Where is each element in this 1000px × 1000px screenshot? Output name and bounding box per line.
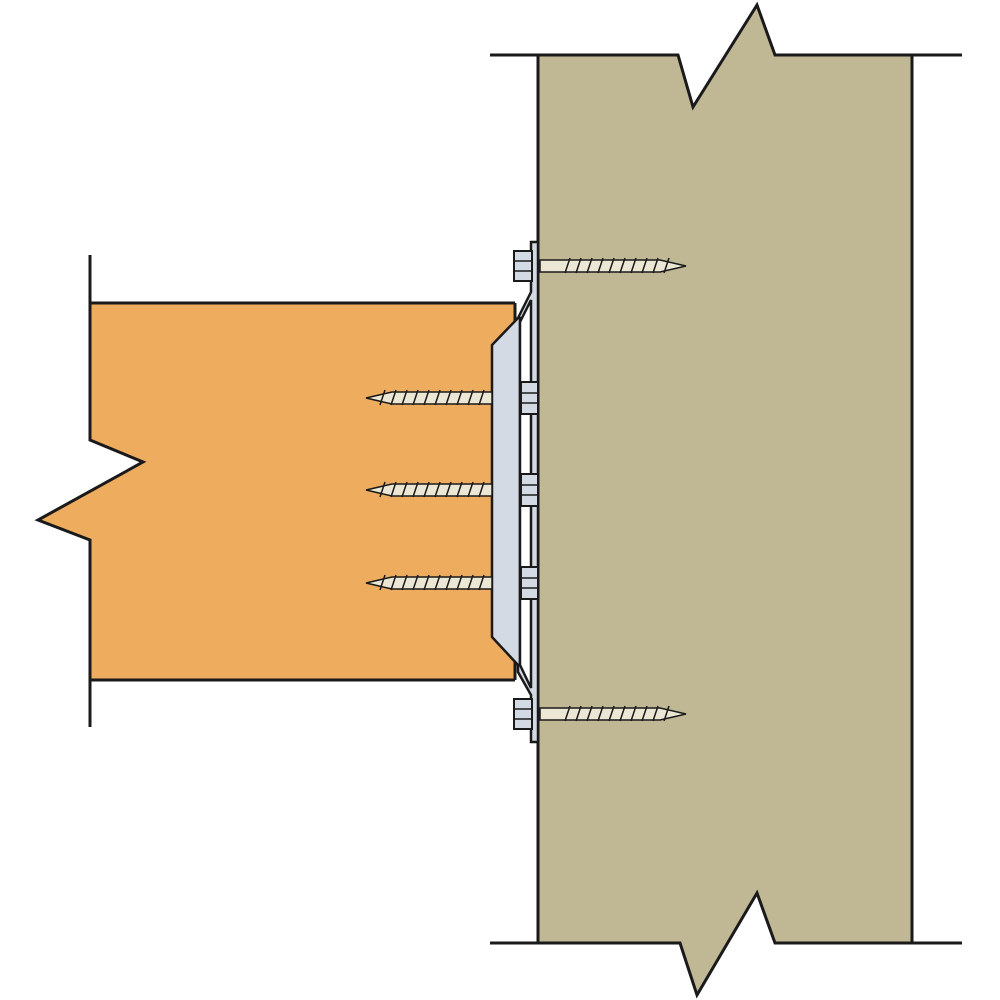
screw-thread <box>379 481 485 498</box>
post <box>490 1 962 999</box>
screw-thread <box>379 389 485 406</box>
screw-thread <box>564 705 670 722</box>
beam-screw-1 <box>365 391 493 405</box>
beam-break-line <box>34 255 147 727</box>
hex-head-icon <box>513 698 533 730</box>
nut-icon <box>520 381 539 415</box>
screw-thread <box>564 257 670 274</box>
beam-screw-3 <box>365 576 493 590</box>
nut-icon <box>520 473 539 507</box>
post-bottom-break-line <box>490 889 962 999</box>
screw-thread <box>379 574 485 591</box>
bracket-seat-plate <box>490 316 522 667</box>
post-top-break-line <box>490 1 962 111</box>
nut-icon <box>520 566 539 600</box>
post-body <box>538 5 912 995</box>
hex-head-icon <box>513 250 533 282</box>
post-screw-1 <box>539 259 687 273</box>
beam-screw-2 <box>365 483 493 497</box>
post-screw-2 <box>539 707 687 721</box>
screws <box>365 250 687 730</box>
